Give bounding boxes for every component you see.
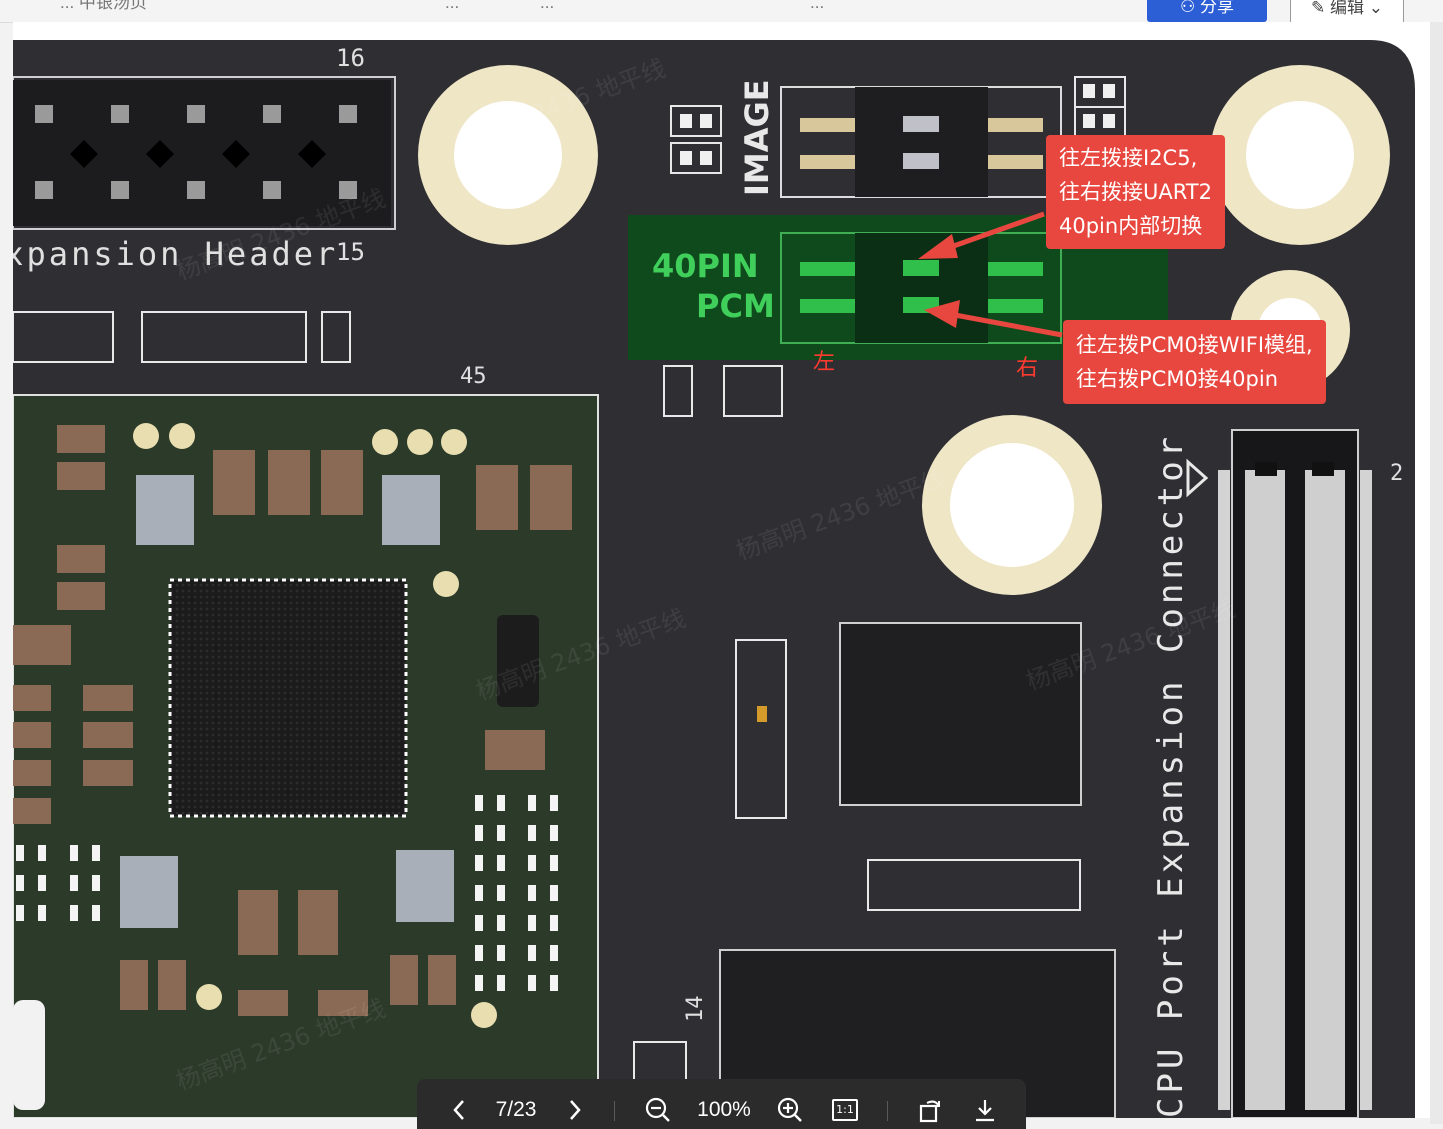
- header-pin-16-label: 16: [336, 44, 365, 72]
- image-viewer-toolbar: 7/23 100% 1:1: [417, 1079, 1026, 1129]
- user-share-icon: ⚇: [1180, 0, 1200, 16]
- pin1-triangle-marker: [1186, 458, 1209, 498]
- toolbar-divider: [887, 1101, 888, 1121]
- header-diamonds: [70, 140, 326, 168]
- zoom-in-button[interactable]: [776, 1097, 804, 1123]
- top-bar-tab-1[interactable]: ...: [445, 0, 460, 12]
- image-silkscreen-label: IMAGE: [738, 79, 776, 196]
- top-bar-tab-2[interactable]: ...: [540, 0, 555, 12]
- connector-key-2: [1312, 462, 1334, 476]
- pcm-switch-pads: [800, 260, 1043, 313]
- next-page-button[interactable]: [563, 1097, 587, 1123]
- download-icon: [976, 1100, 994, 1122]
- annotation-arrows: [918, 211, 1063, 338]
- download-button[interactable]: [971, 1097, 999, 1123]
- zoom-out-icon: [645, 1097, 670, 1122]
- led-indicator: [757, 706, 767, 722]
- zoom-in-icon: [777, 1097, 802, 1122]
- callout-line: 40pin内部切换: [1059, 214, 1203, 238]
- header-pins: [35, 105, 357, 199]
- chevron-down-icon: ⌄: [1364, 0, 1383, 17]
- image-switch-toggles: [903, 116, 939, 169]
- callout-line: 往右拨接UART2: [1059, 180, 1212, 204]
- header-pin-15-label: 15: [336, 238, 365, 266]
- expansion-header-outline: [13, 76, 396, 230]
- pin-14-label: 14: [683, 996, 708, 1023]
- previous-page-button[interactable]: [447, 1097, 471, 1123]
- edit-label: 编辑: [1330, 0, 1364, 17]
- rotate-icon: [919, 1100, 940, 1123]
- pcb-board-image: 16 15 Expansion Header IMAGE: [13, 40, 1415, 1118]
- callout-line: 往左拨PCM0接WIFI模组,: [1076, 333, 1313, 357]
- connector-pins: [1218, 470, 1372, 1110]
- top-bar-tab-3[interactable]: ...: [810, 0, 825, 12]
- connector-pin-2-label: 2: [1390, 461, 1403, 486]
- viewer-scroll-gutter: [1430, 22, 1443, 1124]
- image-switch-body: [855, 87, 988, 197]
- som-pin-45-label: 45: [460, 364, 487, 389]
- edit-button[interactable]: ✎ 编辑 ⌄: [1290, 0, 1404, 22]
- zoom-level: 100%: [697, 1098, 751, 1121]
- pcm-switch-body: [855, 233, 988, 343]
- share-label: 分享: [1199, 0, 1234, 16]
- image-switch-pads: [800, 118, 1043, 169]
- connector-key-1: [1255, 462, 1277, 476]
- app-top-bar: ... 中银汤页 ... ... ... ⚇ 分享 ✎ 编辑 ⌄: [0, 0, 1443, 23]
- edit-icon: ✎: [1311, 0, 1330, 17]
- actual-size-icon: 1:1: [832, 1099, 858, 1121]
- page-indicator: 7/23: [495, 1098, 537, 1121]
- connector-silkscreen-label: CPU Port Expansion Connector: [1151, 433, 1191, 1118]
- toolbar-divider: [614, 1101, 615, 1121]
- soc-chip: [168, 578, 408, 818]
- chevron-right-icon: [570, 1100, 581, 1120]
- callout-line: 往右拨PCM0接40pin: [1076, 367, 1279, 391]
- right-direction-mark: 右: [1016, 356, 1039, 381]
- chevron-left-icon: [453, 1100, 464, 1120]
- share-button[interactable]: ⚇ 分享: [1147, 0, 1267, 22]
- callout-i2c5-uart2: 往左拨接I2C5, 往右拨接UART2 40pin内部切换: [1046, 135, 1225, 249]
- callout-pcm0: 往左拨PCM0接WIFI模组, 往右拨PCM0接40pin: [1063, 320, 1326, 404]
- pcm-switch-label-1: 40PIN: [652, 247, 759, 285]
- som-components: [13, 423, 572, 1110]
- memory-chip: [839, 622, 1082, 806]
- header-silkscreen-label: Expansion Header: [13, 235, 338, 273]
- zoom-out-button[interactable]: [644, 1097, 672, 1123]
- top-bar-left-text: ... 中银汤页: [60, 0, 147, 12]
- actual-size-button[interactable]: 1:1: [831, 1097, 859, 1123]
- callout-line: 往左拨接I2C5,: [1059, 146, 1198, 170]
- rotate-button[interactable]: [916, 1097, 944, 1123]
- pcm-switch-label-2: PCM: [696, 287, 775, 325]
- left-direction-mark: 左: [813, 350, 836, 375]
